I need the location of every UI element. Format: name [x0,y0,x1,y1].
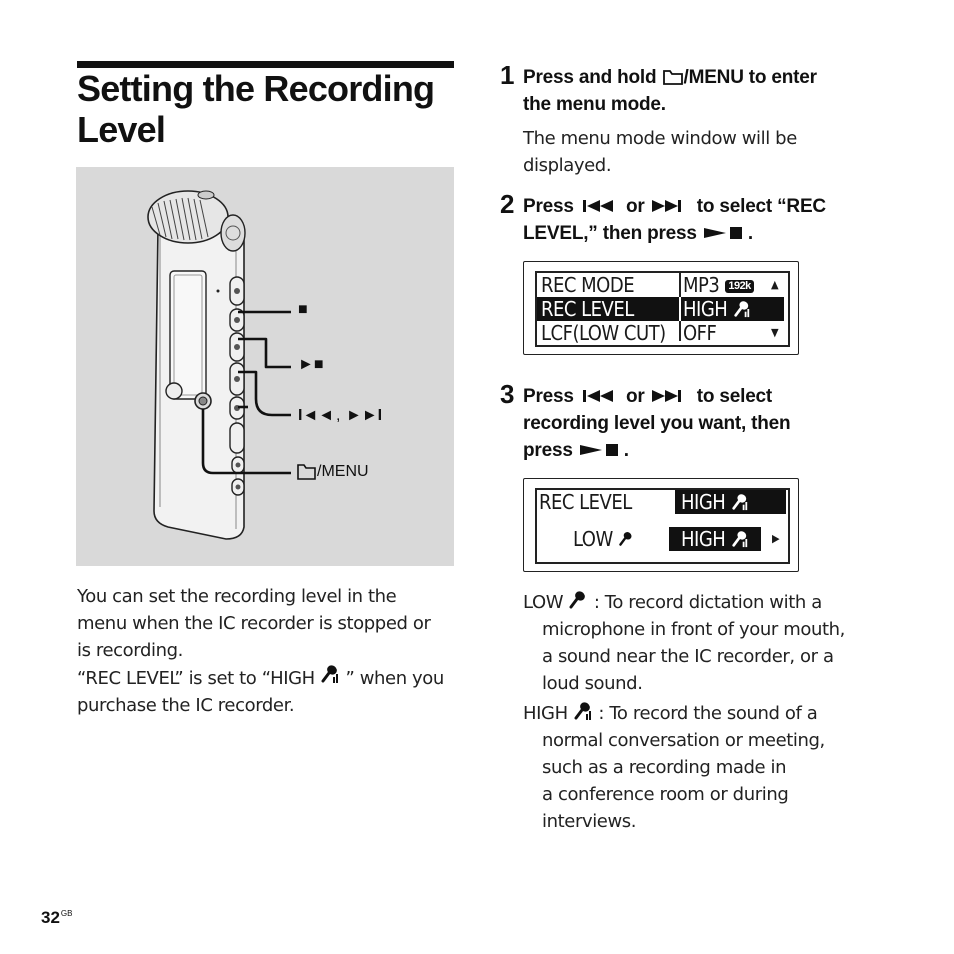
step-1-number: 1 [500,60,515,90]
mic-high-icon [574,702,592,720]
play-stop-icon [579,444,618,456]
next-track-icon [651,390,681,402]
lcd-row-header: REC LEVEL HIGH [537,490,786,514]
lcd-row-rec-level: REC LEVEL HIGH [537,297,784,321]
menu-label: /MENU [317,463,369,480]
title-rule [77,61,454,68]
step-3-number: 3 [500,379,515,409]
next-track-icon [651,200,681,212]
step-3-text: Press or to select recording level you w… [523,386,791,461]
high-description: HIGH : To record the sound of a normal c… [523,700,825,835]
intro-line: You can set the recording level in the [77,586,397,607]
mic-high-icon [321,665,339,683]
step-1-text: Press and hold /MENU to enter the menu m… [523,67,817,115]
option-high-selected: HIGH [669,527,761,551]
step-2-number: 2 [500,189,515,219]
scroll-up-icon: ▲ [771,278,779,291]
option-low: LOW [573,527,634,551]
device-illustration: ■ ►■ I◄◄ , ►►I /MENU [76,167,454,566]
step-1-note: The menu mode window will be displayed. [523,128,797,176]
lcd-row-lcf: LCF(LOW CUT) OFF ▼ [541,321,779,345]
label-comma: , [336,407,341,424]
lcd-level-screen: REC LEVEL HIGH LOW HIGH ▶ [523,478,799,572]
folder-icon [662,70,683,85]
page-number: 32GB [41,908,73,927]
previous-track-icon [582,200,613,212]
intro-line: menu when the IC recorder is stopped or [77,613,431,634]
low-description: LOW : To record dictation with a microph… [523,589,845,697]
page-title: Setting the Recording Level [77,68,457,150]
mic-high-icon [733,301,749,318]
stop-label: ■ [298,301,308,318]
play-stop-icon [703,227,742,239]
page-region-code: GB [60,909,73,918]
intro-line: is recording. [77,640,183,661]
scroll-down-icon: ▼ [771,326,779,339]
intro-paragraph: You can set the recording level in the m… [77,583,444,719]
arrow-right-icon: ▶ [772,532,780,545]
page-title-line-2: Level [77,109,166,150]
intro-line: “REC LEVEL” is set to “HIGH ” when you [77,664,444,692]
page-title-line-1: Setting the Recording [77,68,435,109]
mic-high-icon [731,531,747,548]
next-label: ►►I [346,407,383,424]
mic-high-icon [731,494,747,511]
lcd-row-options: LOW HIGH ▶ [537,527,786,551]
folder-icon [297,464,316,480]
mic-low-icon [619,532,632,546]
intro-line: purchase the IC recorder. [77,695,295,716]
prev-label: I◄◄ [298,407,335,424]
step-2-text: Press or to select “REC LEVEL,” then pre… [523,196,826,244]
mic-low-icon [569,591,586,609]
ic-recorder-drawing [147,190,316,540]
previous-track-icon [582,390,613,402]
bitrate-badge: 192k [725,280,754,293]
play-stop-label: ►■ [298,356,324,373]
